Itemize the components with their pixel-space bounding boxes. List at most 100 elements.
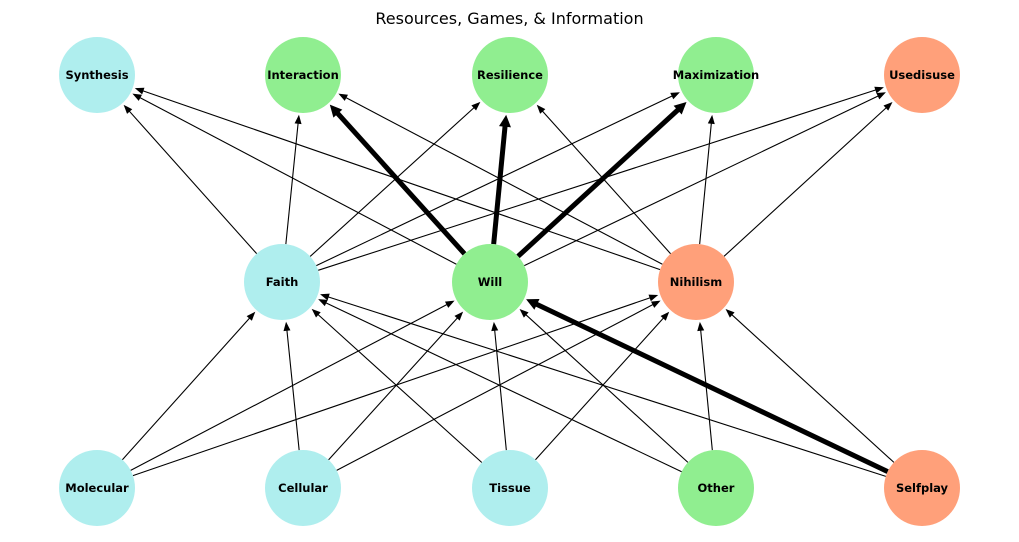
- arrowhead-icon: [670, 92, 680, 100]
- node-circle: [658, 244, 734, 320]
- arrowhead-icon: [320, 293, 330, 301]
- edge-line: [524, 313, 689, 463]
- edge-line: [524, 94, 880, 267]
- edge-will-to-maximization: [516, 102, 687, 259]
- arrowhead-icon: [876, 92, 886, 100]
- node-circle: [59, 37, 135, 113]
- node-label: Faith: [266, 275, 299, 289]
- node-label: Resilience: [477, 68, 543, 82]
- arrowhead-icon: [311, 308, 321, 318]
- node-usedisuse: Usedisuse: [884, 37, 960, 113]
- edge-selfplay-to-will: [526, 298, 889, 474]
- arrowhead-icon: [132, 93, 142, 101]
- edge-line: [138, 96, 457, 265]
- node-circle: [265, 37, 341, 113]
- arrowhead-icon: [134, 87, 145, 95]
- edge-tissue-to-nihilism: [535, 311, 670, 461]
- node-label: Maximization: [673, 68, 759, 82]
- arrowhead-icon: [526, 298, 540, 310]
- arrowhead-icon: [338, 93, 348, 101]
- arrowhead-icon: [454, 311, 464, 321]
- edge-will-to-synthesis: [132, 93, 457, 265]
- node-circle: [884, 450, 960, 526]
- arrowhead-icon: [725, 308, 735, 318]
- arrowhead-icon: [294, 114, 302, 125]
- edge-line: [516, 106, 682, 259]
- edge-line: [285, 121, 299, 245]
- node-cellular: Cellular: [265, 450, 341, 526]
- arrowhead-icon: [707, 114, 715, 125]
- edge-line: [491, 124, 508, 245]
- edge-line: [316, 94, 674, 267]
- edge-selfplay-to-nihilism: [725, 308, 895, 463]
- edge-line: [494, 328, 507, 451]
- edge-cellular-to-nihilism: [336, 300, 661, 471]
- edge-faith-to-synthesis: [123, 104, 258, 255]
- edge-line: [130, 303, 449, 471]
- edge-nihilism-to-synthesis: [134, 87, 661, 271]
- edge-line: [541, 109, 672, 255]
- node-circle: [452, 244, 528, 320]
- edge-line: [121, 316, 251, 461]
- diagram-title: Resources, Games, & Information: [375, 9, 643, 28]
- node-maximization: Maximization: [673, 37, 759, 113]
- edge-will-to-resilience: [491, 114, 511, 245]
- edge-nihilism-to-interaction: [338, 93, 663, 265]
- node-label: Molecular: [65, 481, 129, 495]
- arrowhead-icon: [697, 321, 705, 332]
- edge-line: [723, 106, 888, 257]
- node-label: Usedisuse: [889, 68, 955, 82]
- arrowhead-icon: [283, 321, 291, 332]
- edge-line: [286, 328, 300, 451]
- node-circle: [59, 450, 135, 526]
- arrowhead-icon: [519, 308, 529, 318]
- node-circle: [678, 450, 754, 526]
- node-label: Other: [698, 481, 735, 495]
- edge-cellular-to-will: [328, 311, 464, 461]
- node-label: Cellular: [278, 481, 328, 495]
- node-label: Nihilism: [670, 275, 722, 289]
- arrowhead-icon: [491, 321, 499, 332]
- arrowhead-icon: [123, 104, 133, 114]
- node-label: Interaction: [267, 68, 339, 82]
- arrowhead-icon: [329, 104, 343, 118]
- edges-layer: [121, 86, 895, 477]
- arrowhead-icon: [444, 300, 455, 308]
- nodes-layer: Synthesis Interaction Resilience Maximizati…: [59, 37, 960, 526]
- edge-line: [324, 301, 682, 473]
- node-label: Will: [478, 275, 503, 289]
- edge-line: [128, 109, 258, 255]
- edge-line: [309, 106, 476, 257]
- edge-line: [336, 303, 655, 471]
- node-tissue: Tissue: [472, 450, 548, 526]
- node-circle: [884, 37, 960, 113]
- node-circle: [265, 450, 341, 526]
- arrowhead-icon: [874, 86, 884, 94]
- node-synthesis: Synthesis: [59, 37, 135, 113]
- edge-line: [326, 295, 886, 477]
- arrowhead-icon: [673, 102, 687, 115]
- node-label: Synthesis: [65, 68, 128, 82]
- arrowhead-icon: [650, 300, 661, 308]
- node-faith: Faith: [244, 244, 320, 320]
- node-label: Tissue: [489, 481, 531, 495]
- edge-nihilism-to-maximization: [699, 114, 715, 245]
- node-will: Will: [452, 244, 528, 320]
- edge-faith-to-resilience: [309, 101, 481, 257]
- edge-nihilism-to-resilience: [536, 104, 672, 255]
- edge-tissue-to-will: [491, 321, 507, 451]
- arrowhead-icon: [499, 114, 511, 128]
- node-interaction: Interaction: [265, 37, 341, 113]
- edge-faith-to-interaction: [285, 114, 302, 245]
- node-circle: [678, 37, 754, 113]
- edge-line: [535, 316, 665, 461]
- edge-line: [700, 328, 713, 451]
- node-selfplay: Selfplay: [884, 450, 960, 526]
- edge-line: [730, 313, 895, 463]
- edge-molecular-to-nihilism: [132, 294, 659, 477]
- edge-line: [533, 301, 889, 474]
- edge-line: [328, 316, 459, 461]
- edge-line: [132, 296, 652, 477]
- edge-molecular-to-faith: [121, 311, 256, 461]
